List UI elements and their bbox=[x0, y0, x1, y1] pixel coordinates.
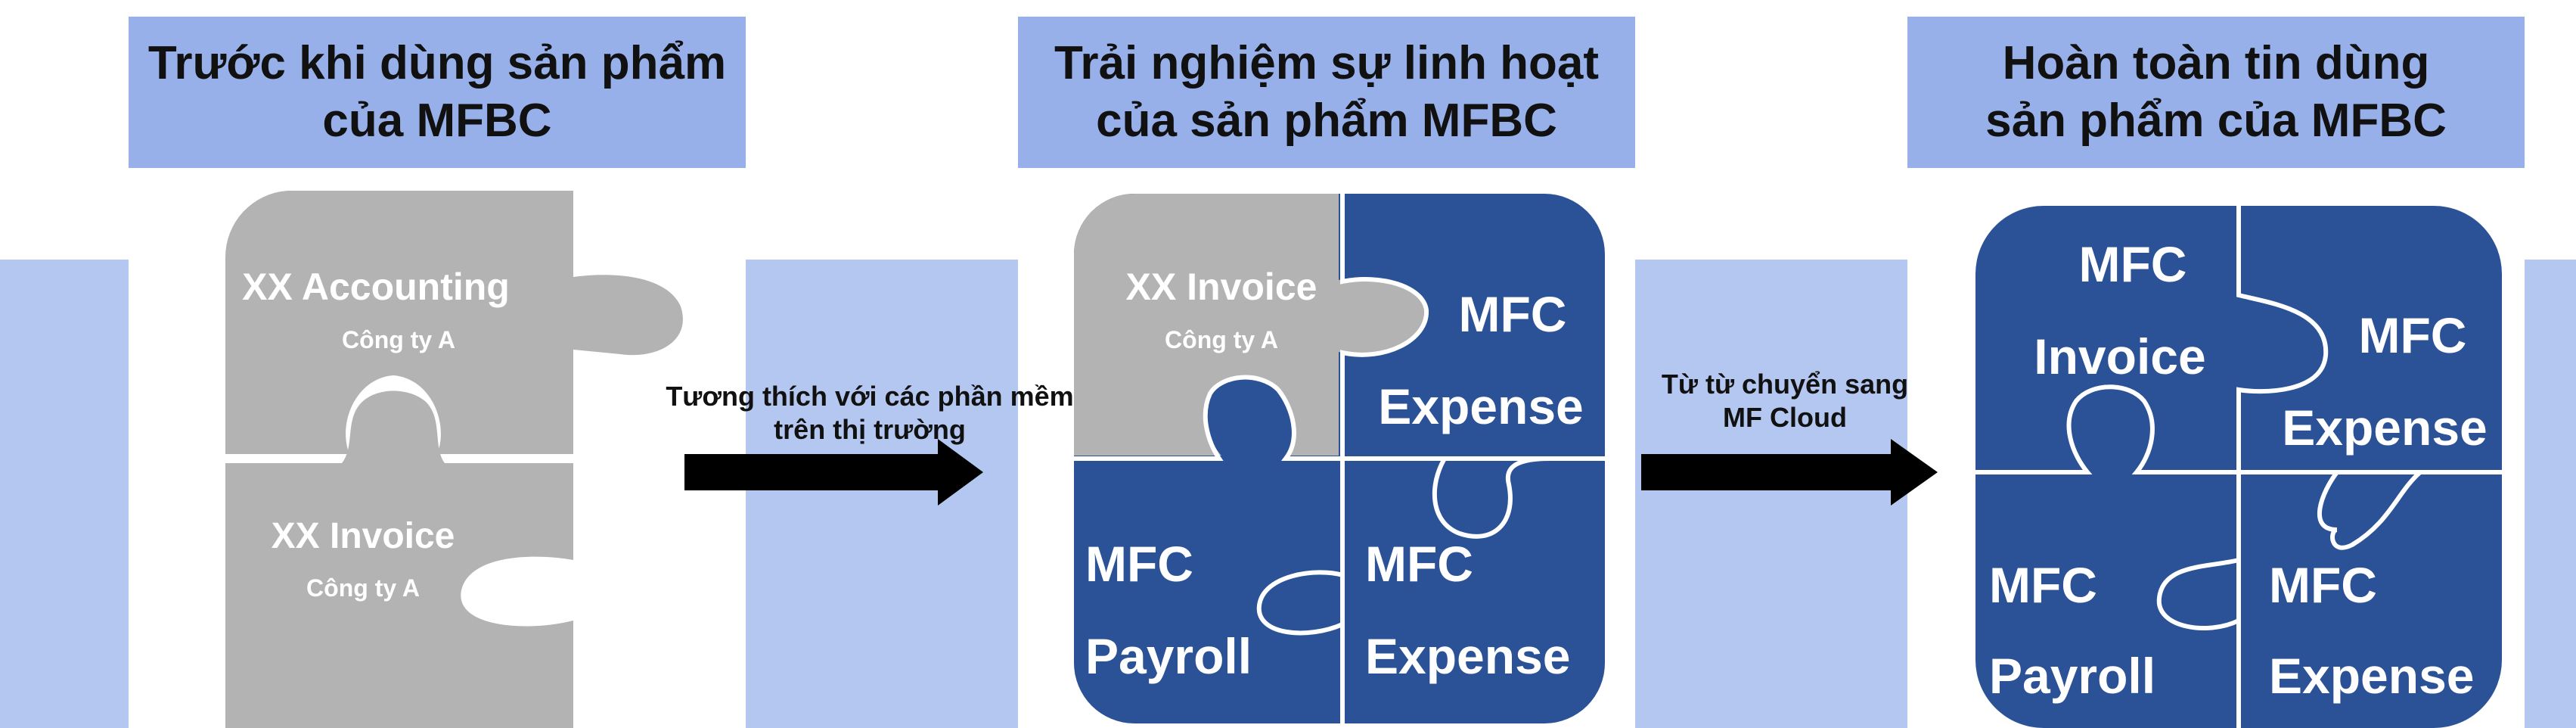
puzzle2-bl-line2: Payroll bbox=[1085, 628, 1252, 684]
puzzle2-br-line1: MFC bbox=[1365, 536, 1473, 592]
puzzle2-br-line2: Expense bbox=[1365, 628, 1570, 684]
arrow-1 bbox=[684, 439, 983, 506]
puzzle2-tr-line1: MFC bbox=[1459, 286, 1567, 342]
puzzle2-tr-line2: Expense bbox=[1378, 378, 1583, 434]
arrow-label-2: Từ từ chuyển sang MF Cloud bbox=[1661, 369, 1909, 433]
puzzle1-bottom-company: Công ty A bbox=[306, 574, 420, 602]
puzzle2-seams bbox=[1074, 194, 1605, 723]
puzzle3-br-line1: MFC bbox=[2269, 557, 2377, 613]
puzzle1-top-name: XX Accounting bbox=[242, 266, 510, 308]
puzzle3-tl-line1: MFC bbox=[2079, 236, 2187, 292]
puzzle3-tr-line1: MFC bbox=[2359, 307, 2467, 363]
puzzle3-bl-line1: MFC bbox=[1989, 557, 2097, 613]
puzzle3-seams bbox=[1975, 206, 2502, 728]
puzzle-2: XX Invoice Công ty A MFC Expense MFC Pay… bbox=[1074, 194, 1605, 723]
arrow-label-1: Tương thích với các phần mềm trên thị tr… bbox=[666, 381, 1074, 445]
puzzle-3: MFC Invoice MFC Expense MFC Payroll MFC … bbox=[1975, 206, 2502, 728]
puzzle1-piece-bottom bbox=[225, 390, 573, 728]
background-band-right bbox=[2525, 260, 2576, 728]
stage-title-2: Trải nghiệm sự linh hoạt của sản phẩm MF… bbox=[1054, 37, 1600, 147]
stage-header-2: Trải nghiệm sự linh hoạt của sản phẩm MF… bbox=[1018, 17, 1635, 168]
background-band-left bbox=[0, 260, 129, 728]
stage-header-1: Trước khi dùng sản phẩm của MFBC bbox=[129, 17, 746, 168]
puzzle2-tl-name: XX Invoice bbox=[1126, 266, 1317, 308]
background-band-3 bbox=[1635, 260, 1907, 728]
puzzle3-tr-line2: Expense bbox=[2282, 400, 2487, 456]
arrow-2 bbox=[1641, 439, 1938, 506]
stage-title-1: Trước khi dùng sản phẩm của MFBC bbox=[147, 37, 727, 147]
puzzle1-piece-top bbox=[225, 191, 683, 454]
puzzle2-tl-company: Công ty A bbox=[1165, 326, 1278, 353]
puzzle3-tl-line2: Invoice bbox=[2034, 328, 2205, 384]
background-band-2 bbox=[746, 260, 1018, 728]
stage-title-3: Hoàn toàn tin dùng sản phẩm của MFBC bbox=[1985, 37, 2447, 147]
puzzle-1: XX Accounting Công ty A XX Invoice Công … bbox=[225, 191, 683, 728]
puzzle3-br-line2: Expense bbox=[2269, 648, 2474, 704]
puzzle2-piece-gray bbox=[1074, 194, 1426, 456]
puzzle3-bl-line2: Payroll bbox=[1989, 648, 2155, 704]
puzzle1-bottom-name: XX Invoice bbox=[272, 516, 455, 556]
puzzle2-bl-line1: MFC bbox=[1085, 536, 1193, 592]
puzzle1-top-company: Công ty A bbox=[342, 326, 455, 353]
stage-header-3: Hoàn toàn tin dùng sản phẩm của MFBC bbox=[1907, 17, 2525, 168]
